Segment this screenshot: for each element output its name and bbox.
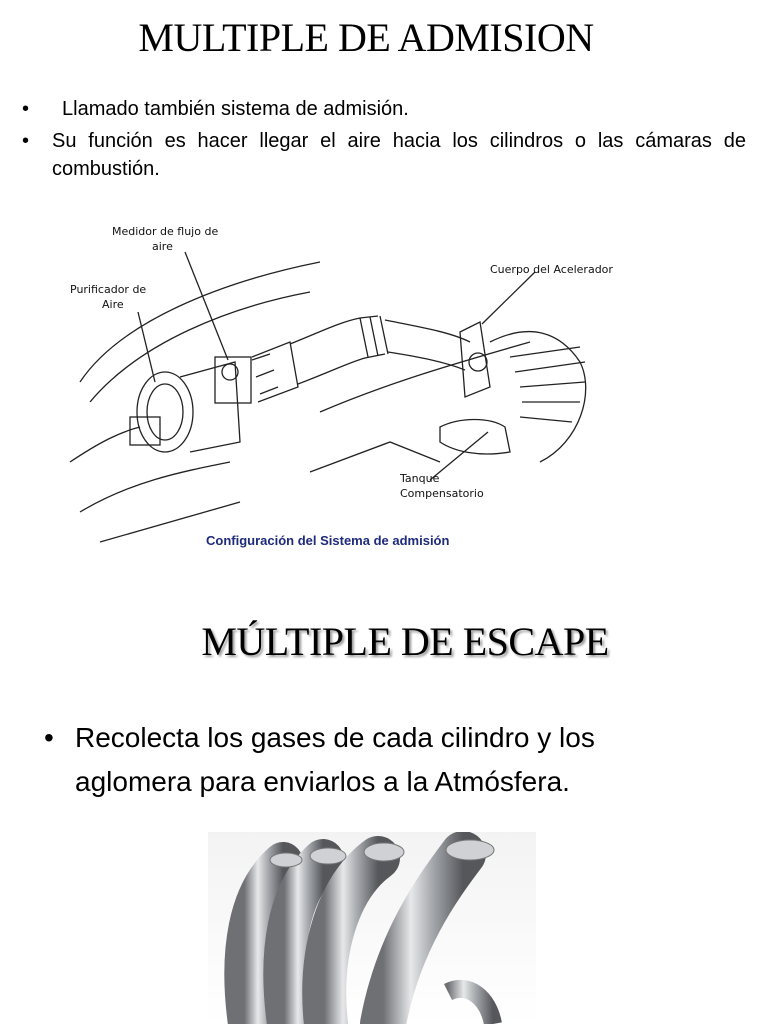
label-cuerpo-acelerador: Cuerpo del Acelerador xyxy=(490,263,613,276)
label-tanque: Tanque xyxy=(399,472,440,485)
label-medidor-flujo-2: aire xyxy=(152,240,173,253)
label-purificador-2: Aire xyxy=(102,298,124,311)
admision-bullet-list: Llamado también sistema de admisión. Su … xyxy=(0,95,768,187)
intake-system-diagram: Medidor de flujo de aire Purificador de … xyxy=(69,225,613,548)
exhaust-manifold-photo xyxy=(208,832,536,1024)
label-medidor-flujo: Medidor de flujo de xyxy=(112,225,218,238)
label-tanque-2: Compensatorio xyxy=(400,487,484,500)
figure-caption: Configuración del Sistema de admisión xyxy=(206,533,449,548)
label-purificador: Purificador de xyxy=(70,283,146,296)
bullet-item: Recolecta los gases de cada cilindro y l… xyxy=(0,716,768,804)
section-title-escape: MÚLTIPLE DE ESCAPE xyxy=(201,619,609,664)
section-title-admision: MULTIPLE DE ADMISION xyxy=(138,15,594,60)
escape-bullet-list: Recolecta los gases de cada cilindro y l… xyxy=(0,716,768,804)
bullet-item: Su función es hacer llegar el aire hacia… xyxy=(0,127,768,183)
bullet-item: Llamado también sistema de admisión. xyxy=(0,95,768,123)
